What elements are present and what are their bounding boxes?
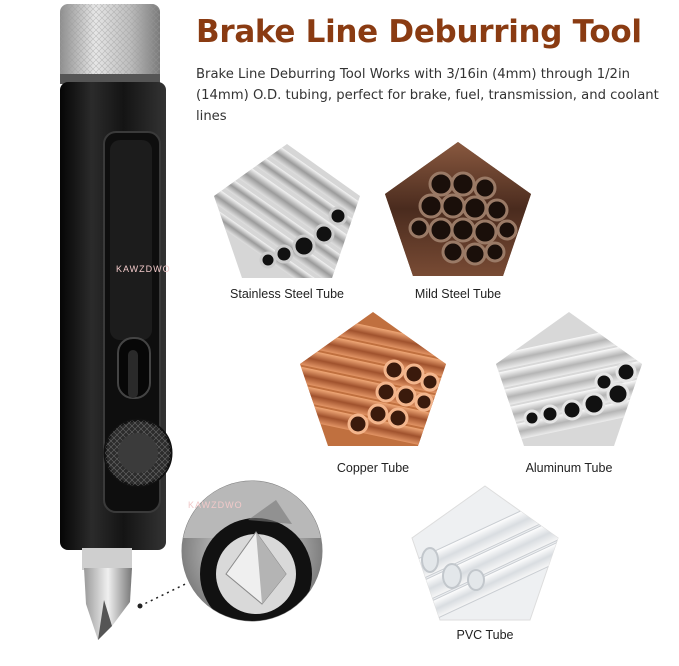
copper-tube-label: Copper Tube xyxy=(336,461,410,475)
aluminum-tubes-image xyxy=(496,312,642,446)
tool-blade xyxy=(82,548,132,640)
page-title: Brake Line Deburring Tool xyxy=(196,14,642,50)
stainless-steel-tube-label: Stainless Steel Tube xyxy=(230,287,344,301)
stainless-steel-tubes-image xyxy=(214,144,360,278)
product-description: Brake Line Deburring Tool Works with 3/1… xyxy=(196,67,659,124)
tool-body xyxy=(60,82,173,550)
mild-steel-tube-label: Mild Steel Tube xyxy=(414,287,502,301)
watermark: KAWZDWO xyxy=(116,264,171,274)
pvc-tube-label: PVC Tube xyxy=(456,628,514,642)
mild-steel-tubes-image xyxy=(385,142,531,276)
zoom-detail xyxy=(178,477,326,625)
copper-tubes-image xyxy=(300,312,446,446)
watermark: KAWZDWO xyxy=(188,500,243,510)
aluminum-tube-label: Aluminum Tube xyxy=(525,461,613,475)
tool-cap xyxy=(60,4,160,84)
pvc-tubes-image xyxy=(411,485,559,621)
